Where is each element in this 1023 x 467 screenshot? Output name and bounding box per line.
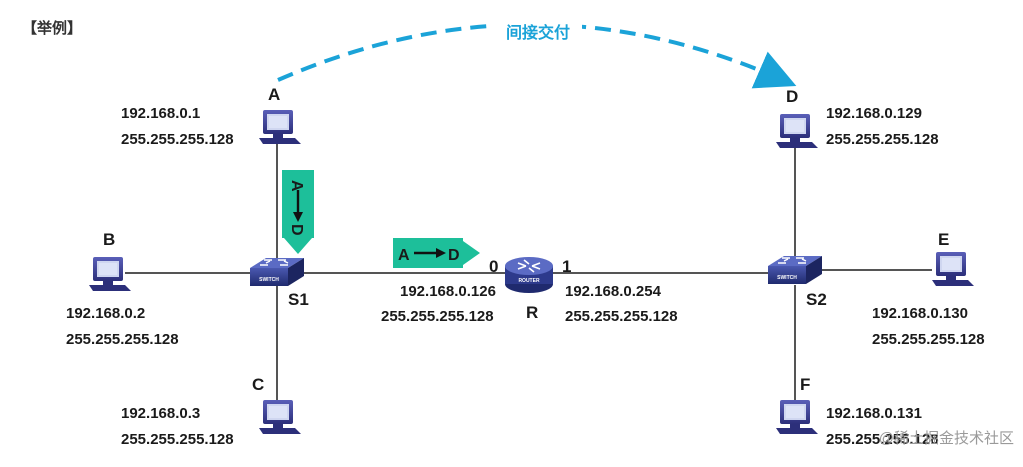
host-c-computer-icon <box>259 400 301 434</box>
host-e-ip: 192.168.0.130 <box>872 305 968 322</box>
host-c: C 192.168.0.3 255.255.255.128 <box>121 375 301 448</box>
router-label: R <box>526 303 538 322</box>
indirect-delivery-label-bg <box>494 18 582 44</box>
switch-s2-label: S2 <box>806 290 827 309</box>
router-port-1-ip: 192.168.0.254 <box>565 283 662 300</box>
flow-arrow-vertical: A D <box>282 170 314 254</box>
host-c-ip: 192.168.0.3 <box>121 405 200 422</box>
host-d-ip: 192.168.0.129 <box>826 105 922 122</box>
host-d-mask: 255.255.255.128 <box>826 131 939 148</box>
flow-arrow-horizontal-head <box>463 241 480 265</box>
host-f-label: F <box>800 375 810 394</box>
host-f: F 192.168.0.131 255.255.255.128 <box>776 375 939 448</box>
router-port-0-mask: 255.255.255.128 <box>381 308 494 325</box>
host-d-label: D <box>786 87 798 106</box>
host-c-mask: 255.255.255.128 <box>121 431 234 448</box>
flow-arrow-vertical-head <box>284 238 312 254</box>
host-a-mask: 255.255.255.128 <box>121 131 234 148</box>
switch-s2-icon <box>767 255 823 285</box>
switch-s2: S2 <box>767 255 827 309</box>
host-e-label: E <box>938 230 949 249</box>
host-f-ip: 192.168.0.131 <box>826 405 922 422</box>
router-port-0-label: 0 <box>489 257 498 276</box>
router-icon <box>504 256 554 294</box>
host-b: B 192.168.0.2 255.255.255.128 <box>66 230 179 348</box>
page-title: 【举例】 <box>22 19 82 37</box>
switch-s1-label: S1 <box>288 290 309 309</box>
host-c-label: C <box>252 375 264 394</box>
router-port-0-ip: 192.168.0.126 <box>400 283 496 300</box>
indirect-delivery-label: 间接交付 <box>506 23 570 42</box>
watermark: @稀土掘金技术社区 <box>879 430 1014 447</box>
switch-s1-icon <box>249 257 305 287</box>
host-b-ip: 192.168.0.2 <box>66 305 145 322</box>
flow-arrow-horizontal-from: A <box>398 247 410 264</box>
flow-arrow-vertical-from: A <box>288 180 305 192</box>
host-b-mask: 255.255.255.128 <box>66 331 179 348</box>
flow-arrow-vertical-to: D <box>288 224 305 236</box>
network-links <box>125 140 932 405</box>
host-a-ip: 192.168.0.1 <box>121 105 200 122</box>
host-a-label: A <box>268 85 280 104</box>
host-e-mask: 255.255.255.128 <box>872 331 985 348</box>
host-b-label: B <box>103 230 115 249</box>
host-e-computer-icon <box>932 252 974 286</box>
host-f-mask: 255.255.255.128 <box>826 431 939 448</box>
flow-arrow-horizontal-to: D <box>448 247 460 264</box>
flow-arrow-horizontal: A D <box>393 238 480 268</box>
host-e: E 192.168.0.130 255.255.255.128 <box>872 230 985 348</box>
router-port-1-mask: 255.255.255.128 <box>565 308 678 325</box>
host-d: D 192.168.0.129 255.255.255.128 <box>776 87 939 148</box>
host-a-computer-icon <box>259 110 301 144</box>
switch-s1: S1 <box>249 257 309 309</box>
router-r: R 0 1 192.168.0.126 255.255.255.128 192.… <box>381 256 678 325</box>
host-f-computer-icon <box>776 400 818 434</box>
host-a: A 192.168.0.1 255.255.255.128 <box>121 85 301 148</box>
router-port-1-label: 1 <box>562 257 571 276</box>
host-d-computer-icon <box>776 114 818 148</box>
host-b-computer-icon <box>89 257 131 291</box>
